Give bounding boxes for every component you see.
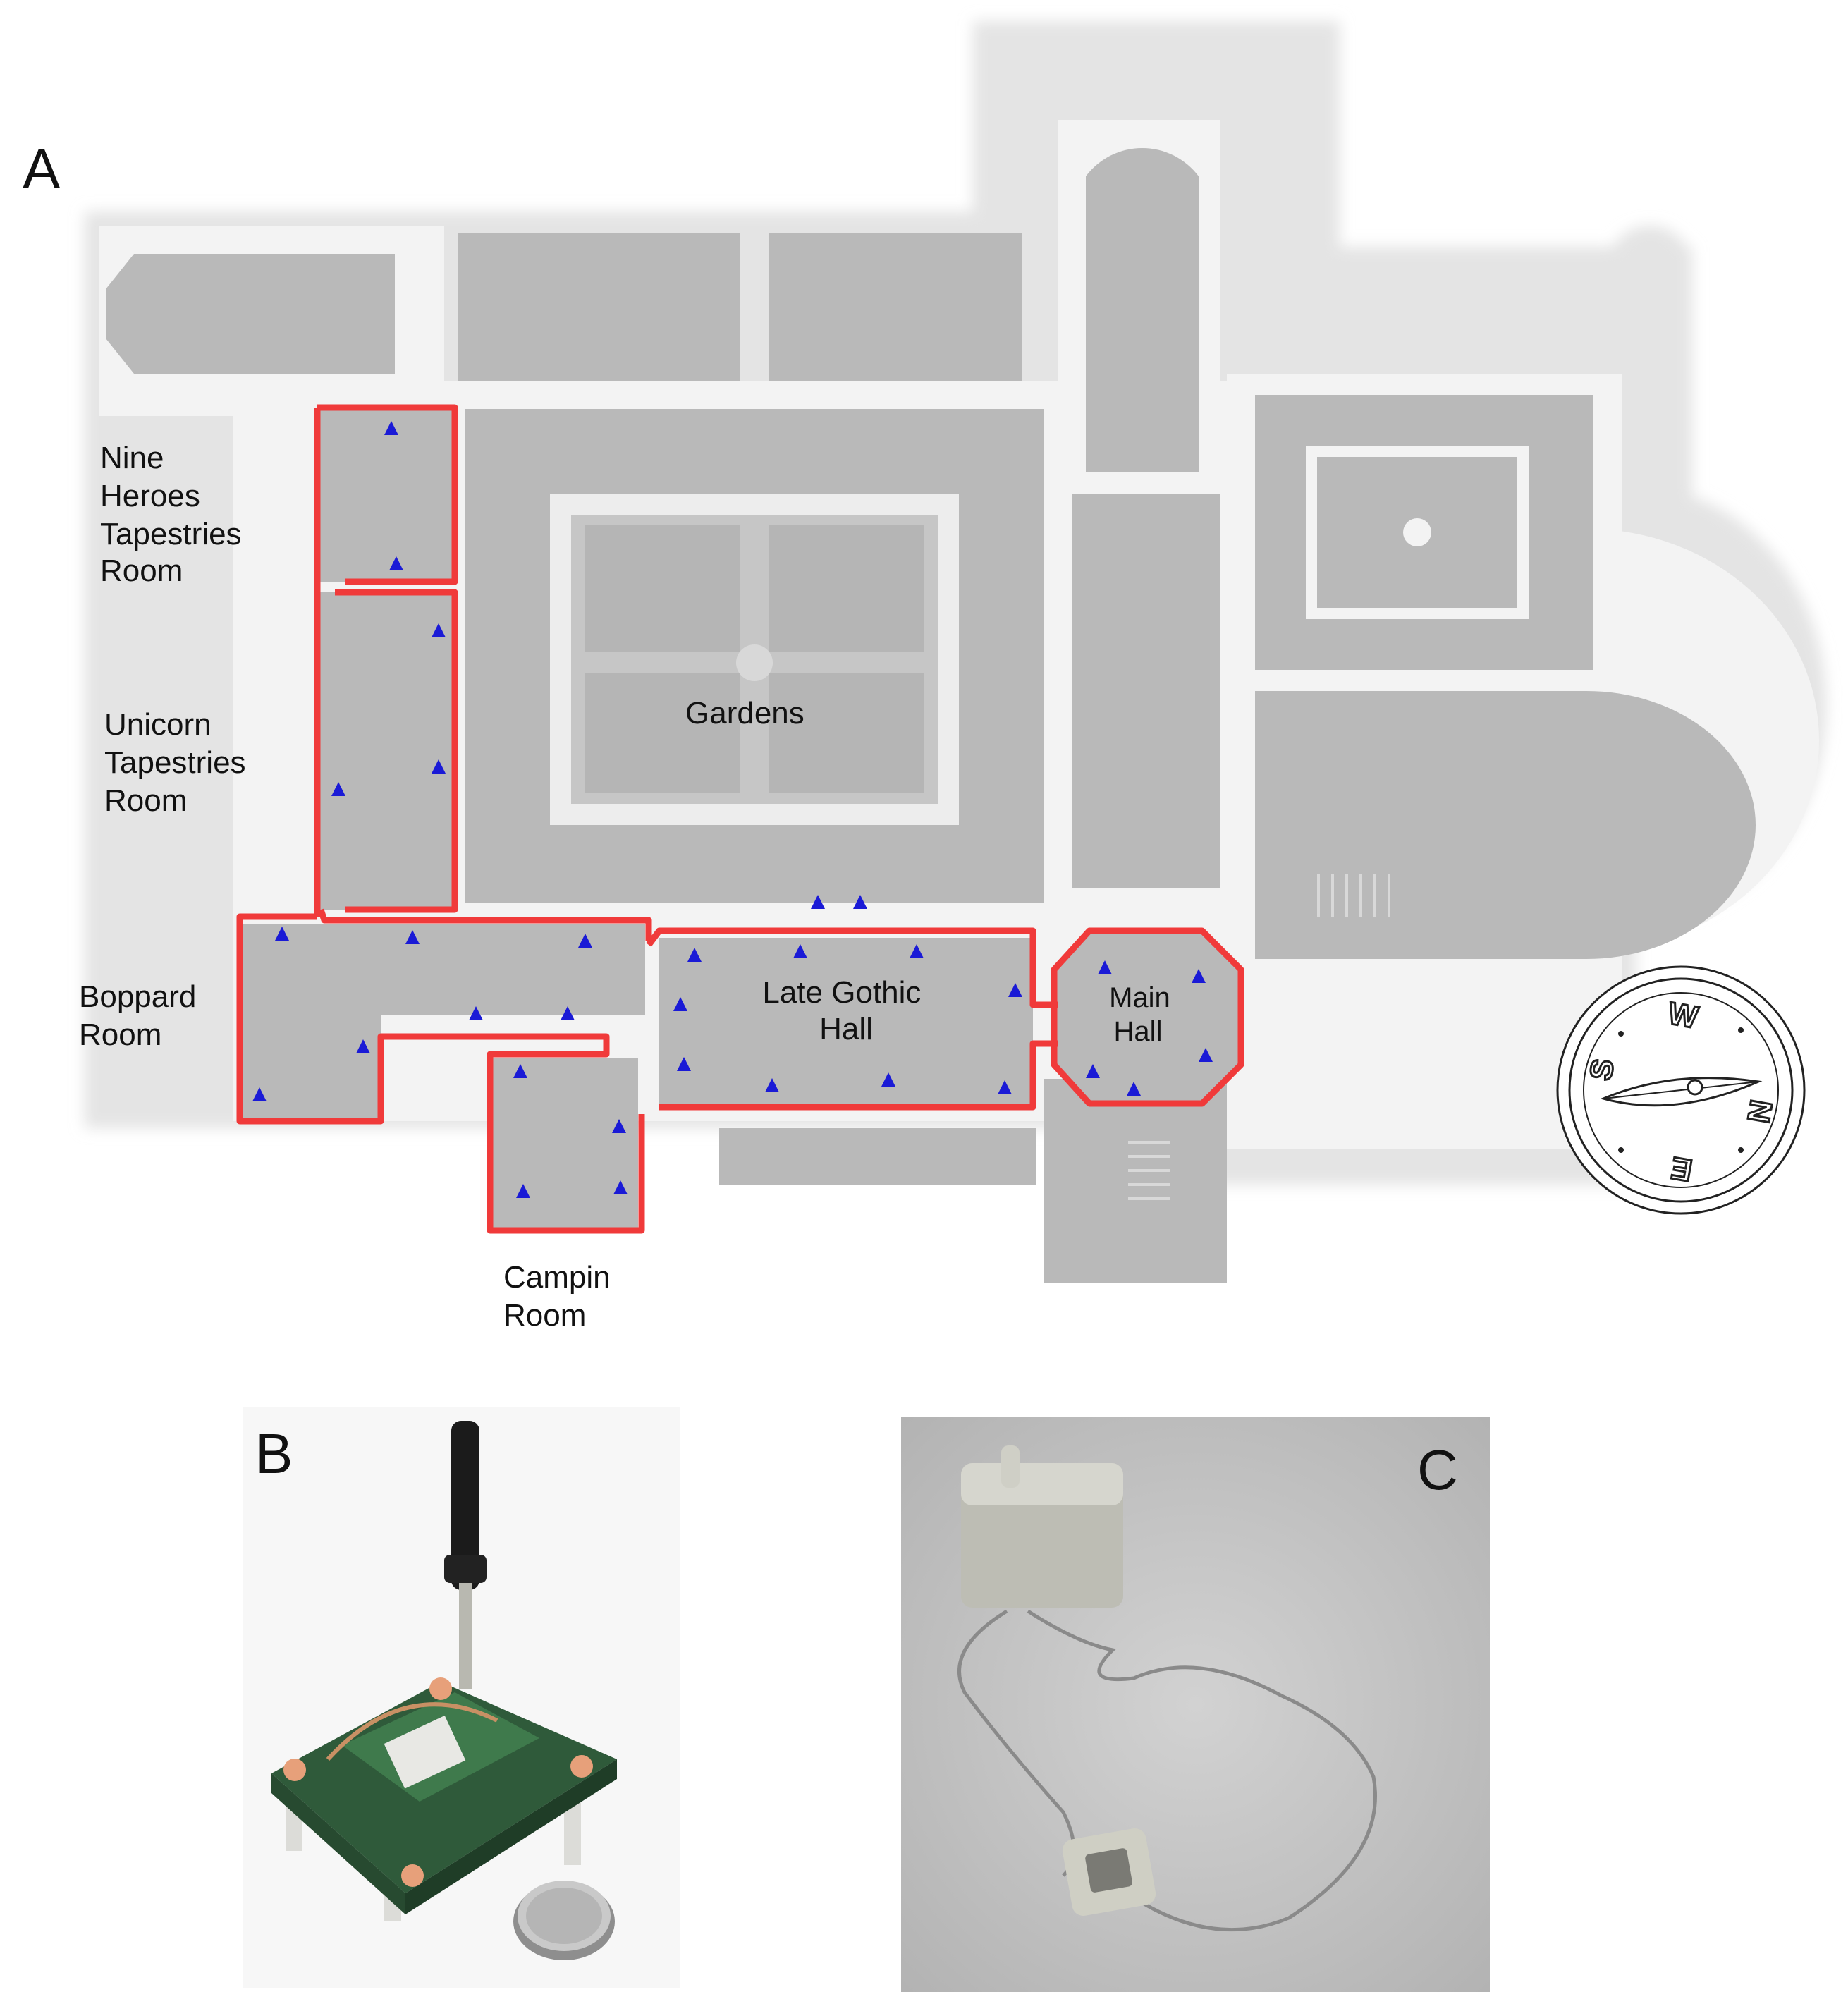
sensor-marker bbox=[516, 1184, 530, 1198]
compass-icon: W N E S bbox=[1556, 965, 1806, 1215]
outline-main-hall bbox=[1051, 927, 1244, 1107]
sensor-marker bbox=[881, 1072, 895, 1087]
sensor-markers bbox=[252, 421, 1213, 1198]
label-late-gothic: Late Gothic Hall bbox=[762, 975, 929, 1046]
sensor-marker bbox=[432, 759, 446, 774]
label-unicorn: Unicorn Tapestries Room bbox=[104, 707, 255, 818]
sensor-marker bbox=[677, 1057, 691, 1071]
sensor-marker bbox=[356, 1039, 370, 1053]
photo-sensor-board bbox=[243, 1407, 680, 1988]
sensor-box-icon bbox=[961, 1445, 1123, 1608]
label-main-hall: Main Hall bbox=[1109, 982, 1178, 1047]
panel-label-b: B bbox=[255, 1422, 293, 1485]
sensor-marker bbox=[765, 1078, 779, 1092]
label-gardens: Gardens bbox=[685, 696, 804, 731]
study-rooms-outline bbox=[236, 404, 1244, 1234]
sensor-pad-icon bbox=[1062, 1828, 1156, 1917]
sensor-marker bbox=[469, 1006, 483, 1020]
sensor-marker bbox=[1199, 1048, 1213, 1062]
outline-boppard bbox=[236, 908, 652, 1234]
sensor-marker bbox=[998, 1080, 1012, 1094]
photo-sensor-unit bbox=[901, 1417, 1490, 1992]
floor-plan: Nine Heroes Tapestries Room Unicorn Tape… bbox=[79, 21, 1826, 1333]
study-rooms-fill bbox=[240, 409, 1241, 1230]
sensor-marker bbox=[1127, 1082, 1141, 1096]
label-nine-heroes: Nine Heroes Tapestries Room bbox=[100, 441, 250, 588]
sensor-marker bbox=[275, 927, 289, 941]
circuit-board bbox=[271, 1677, 617, 1914]
sensor-marker bbox=[1008, 983, 1022, 997]
panel-label-c: C bbox=[1417, 1438, 1458, 1501]
outline-late-gothic bbox=[646, 927, 1058, 1111]
east-cloister bbox=[1306, 446, 1529, 619]
sensor-marker bbox=[578, 934, 592, 948]
sensor-marker bbox=[1192, 969, 1206, 983]
sensor-marker bbox=[612, 1119, 626, 1133]
sensor-marker bbox=[513, 1064, 527, 1078]
outline-nine-heroes bbox=[317, 404, 458, 585]
sensor-marker bbox=[910, 944, 924, 958]
sensor-marker bbox=[793, 944, 807, 958]
label-boppard: Boppard Room bbox=[79, 979, 205, 1052]
sensor-marker bbox=[687, 948, 702, 962]
sensor-marker bbox=[613, 1180, 628, 1194]
sensor-marker bbox=[252, 1087, 267, 1101]
sensor-marker bbox=[389, 556, 403, 570]
sensor-marker bbox=[432, 623, 446, 637]
coin-icon bbox=[513, 1881, 615, 1960]
sensor-marker bbox=[1086, 1064, 1100, 1078]
sensor-marker bbox=[405, 930, 420, 944]
antenna-icon bbox=[444, 1421, 487, 1689]
label-campin: Campin Room bbox=[503, 1260, 619, 1333]
sensor-marker bbox=[331, 782, 345, 796]
panel-label-a: A bbox=[23, 137, 61, 200]
stairs bbox=[1128, 874, 1390, 1200]
sensor-marker bbox=[811, 895, 825, 909]
sensor-marker bbox=[384, 421, 398, 435]
sensor-marker bbox=[1098, 960, 1112, 974]
sensor-marker bbox=[853, 895, 867, 909]
outline-unicorn bbox=[314, 408, 458, 917]
gardens bbox=[550, 494, 959, 825]
sensor-marker bbox=[673, 997, 687, 1011]
sensor-marker bbox=[561, 1006, 575, 1020]
